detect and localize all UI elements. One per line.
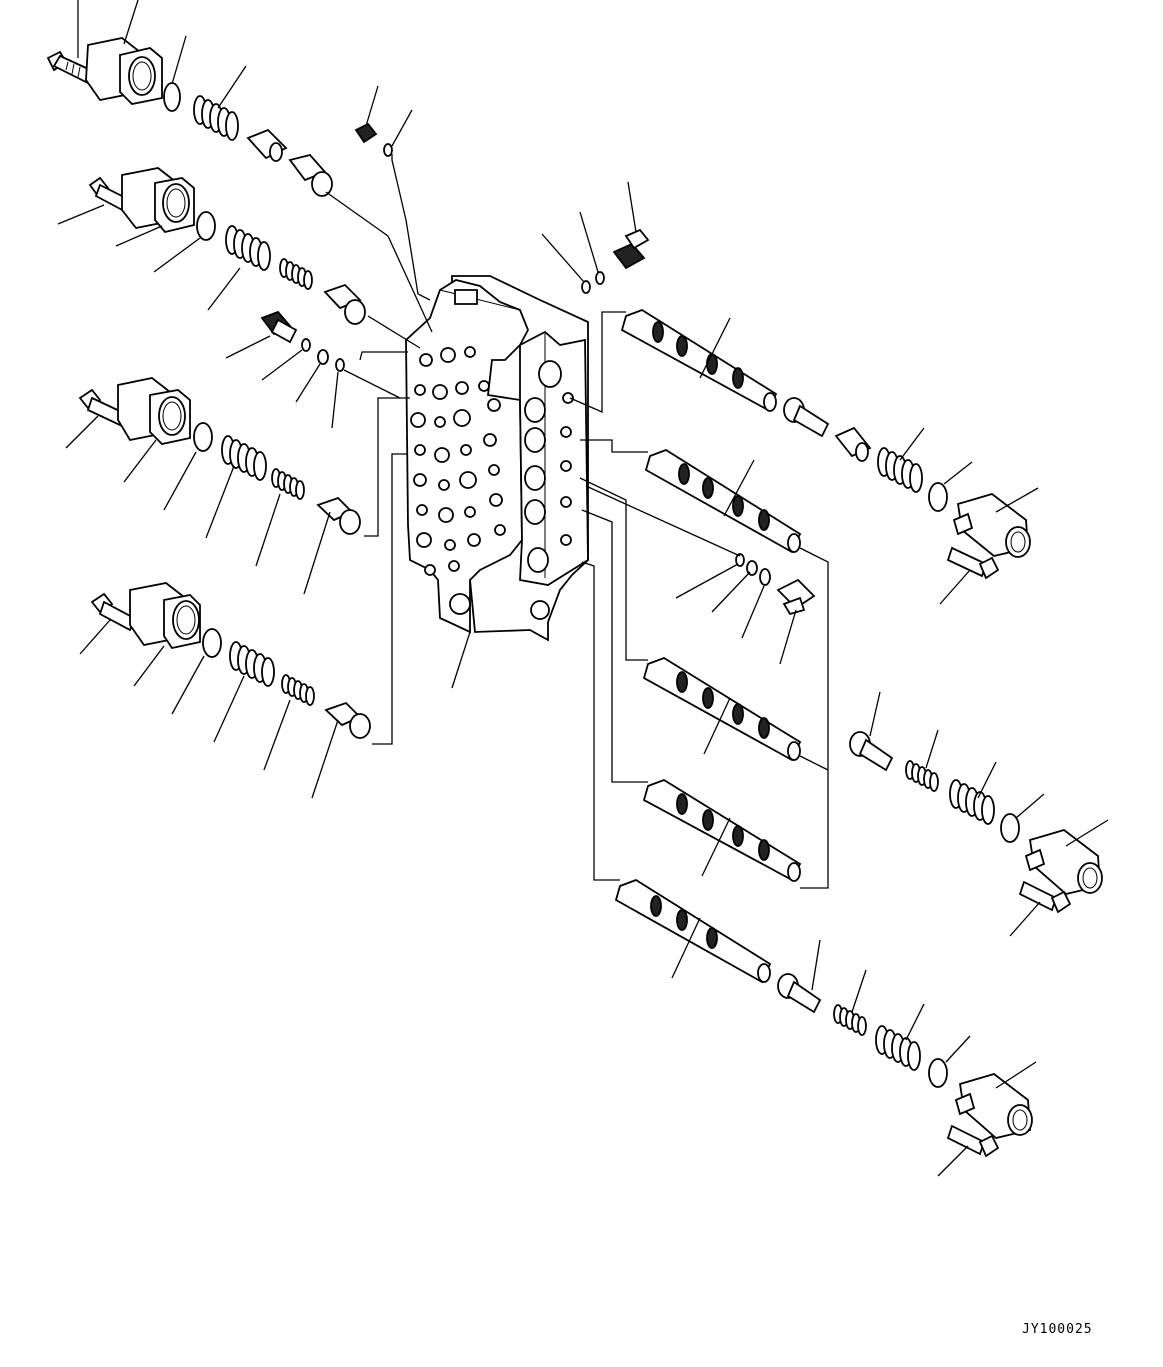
top-plug-group [356, 124, 648, 293]
spacer-icon [248, 130, 286, 161]
bolt-icon [1020, 882, 1070, 912]
spring-icon [878, 448, 922, 492]
washer-icon [318, 350, 328, 364]
spool-3 [644, 658, 800, 760]
drawing-code: JY100025 [1022, 1322, 1093, 1337]
bolt-icon [92, 594, 134, 630]
plug-icon [262, 312, 296, 342]
spool-1 [622, 310, 776, 411]
o-ring-icon [929, 483, 947, 511]
spring-small-icon [906, 761, 938, 791]
valve-block [406, 276, 588, 688]
bolt-icon [48, 52, 95, 84]
washer-icon [747, 561, 757, 575]
spring-small-icon [272, 469, 304, 499]
plug-icon [614, 244, 644, 268]
spring-icon [876, 1026, 920, 1070]
bolt-icon [948, 548, 998, 578]
bolt-icon [948, 1126, 998, 1156]
right-cover-assembly-2 [850, 732, 1102, 912]
cover-icon [86, 38, 162, 104]
spring-icon [222, 436, 266, 480]
spring-icon [226, 226, 270, 270]
o-ring-icon [929, 1059, 947, 1087]
spring-icon [230, 642, 274, 686]
plug-icon [356, 124, 376, 142]
plug-icon [290, 155, 332, 196]
valve-block-ports [411, 347, 549, 619]
cover-icon [956, 1074, 1032, 1138]
o-ring-icon [164, 83, 180, 111]
right-plug-group [736, 554, 814, 614]
cover-icon [122, 168, 194, 232]
plug-icon [850, 732, 892, 770]
o-ring-icon [582, 281, 590, 293]
spring-icon [950, 780, 994, 824]
o-ring-icon [384, 144, 392, 156]
valve-block-bores [525, 361, 573, 572]
pilot-plug-group [262, 312, 344, 371]
cover-icon [130, 583, 200, 648]
spool-4 [644, 780, 800, 881]
cover-icon [1026, 830, 1102, 894]
spring-icon [194, 96, 238, 140]
plug-icon [325, 285, 365, 324]
o-ring-icon [1001, 814, 1019, 842]
spring-small-icon [282, 675, 314, 705]
spool-5 [616, 880, 770, 982]
plug-icon [778, 974, 820, 1012]
spring-small-icon [280, 259, 312, 289]
o-ring-icon [302, 339, 310, 351]
left-cover-assembly-3 [80, 378, 360, 534]
left-cover-assembly-1 [48, 38, 332, 196]
right-cover-assembly-1 [784, 398, 1030, 578]
plug-icon [778, 580, 814, 614]
o-ring-icon [760, 569, 770, 585]
plug-icon [784, 398, 828, 436]
o-ring-icon [736, 554, 744, 566]
leader-lines [58, 0, 1108, 1176]
spool-2 [646, 450, 800, 552]
o-ring-icon [194, 423, 212, 451]
left-cover-assembly-2 [90, 168, 365, 324]
right-cover-assembly-3 [778, 974, 1032, 1156]
spring-small-icon [834, 1005, 866, 1035]
o-ring-icon [203, 629, 221, 657]
cover-icon [954, 494, 1030, 557]
o-ring-icon [197, 212, 215, 240]
o-ring-icon [336, 359, 344, 371]
spacer-icon [836, 428, 870, 461]
plug-icon [326, 703, 370, 738]
left-cover-assembly-4 [92, 583, 370, 738]
cover-icon [118, 378, 190, 444]
washer-icon [596, 272, 604, 284]
